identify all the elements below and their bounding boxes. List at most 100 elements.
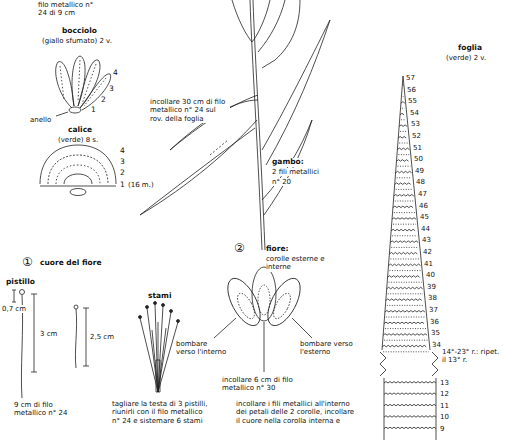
stamen-wire xyxy=(140,304,178,392)
leader-line xyxy=(210,140,228,155)
row-number: 45 xyxy=(420,213,429,221)
step-number: ② xyxy=(234,241,245,255)
stamens-figure xyxy=(139,302,180,393)
note: corolle esterne e interne xyxy=(266,255,330,272)
row-number: 13 xyxy=(440,379,449,387)
stitch-row xyxy=(384,382,436,384)
part-title: pistillo xyxy=(6,278,35,287)
row-number: 49 xyxy=(415,167,424,175)
note: incollare 30 cm di filo metallico n° 24 … xyxy=(150,98,230,123)
row-number: 55 xyxy=(408,97,417,105)
stitch-row xyxy=(397,160,409,162)
stitch-row xyxy=(396,171,412,173)
note: n° 20 xyxy=(272,178,291,186)
stitch-row xyxy=(383,334,427,336)
row-number: 4 xyxy=(113,69,118,78)
note: tagliare la testa di 3 pistilli, riunirl… xyxy=(112,400,212,425)
dimension: 3 cm xyxy=(40,330,57,338)
flower-figure xyxy=(214,267,312,372)
stitch-row xyxy=(48,155,108,184)
row-number: 1 xyxy=(91,106,96,115)
flower-petal xyxy=(232,0,270,42)
stitch-row xyxy=(383,351,429,352)
part-title: gambo: xyxy=(272,158,304,167)
stitch-row xyxy=(401,102,405,104)
stitch-row xyxy=(384,416,436,418)
row-number: 38 xyxy=(428,294,437,302)
row-number: 11 xyxy=(440,402,449,410)
stitch-row xyxy=(40,145,116,184)
stitch-row xyxy=(398,137,406,139)
note: incollare 6 cm di filo metallico n° 30 xyxy=(222,376,302,393)
stitch-row xyxy=(402,85,403,86)
row-number: 36 xyxy=(430,318,439,326)
stitch-row xyxy=(398,154,409,155)
stitch-row xyxy=(56,165,100,184)
row-number: 41 xyxy=(424,260,433,268)
row-number: 43 xyxy=(422,236,431,244)
row-number: 50 xyxy=(414,155,423,163)
stitch-row xyxy=(391,247,418,248)
stitch-row xyxy=(395,183,411,185)
leader-line xyxy=(56,112,68,116)
row-number: 3 xyxy=(109,85,114,94)
row-number: 3 xyxy=(120,158,125,167)
stamen-head xyxy=(74,305,78,309)
note: (verde) 8 s. xyxy=(58,136,98,144)
row-number: 52 xyxy=(412,132,421,140)
part-name: anello xyxy=(30,116,51,124)
stitch-row xyxy=(390,270,421,271)
calyx-chart xyxy=(40,145,116,196)
stitch-row xyxy=(394,195,414,197)
row-number: 12 xyxy=(440,390,449,398)
row-number: 2 xyxy=(101,96,106,105)
row-number: 54 xyxy=(410,109,419,117)
note: filo metallico n° 24 di 9 cm xyxy=(38,1,100,18)
stitch-row xyxy=(397,177,412,178)
stitch-row xyxy=(389,253,417,255)
row-number: 57 xyxy=(406,74,415,82)
row-number: 53 xyxy=(411,120,420,128)
stitch-row xyxy=(385,328,426,329)
stem xyxy=(250,0,262,250)
stitch-row xyxy=(388,276,420,278)
note: 14°-23° r.: ripet. il 13° r. xyxy=(442,348,502,365)
petal-inner xyxy=(234,291,258,321)
stitch-row xyxy=(389,264,421,266)
part-title: foglia xyxy=(458,44,482,53)
stitch-row xyxy=(389,282,422,283)
stitch-row xyxy=(60,60,106,106)
section-title: cuore del fiore xyxy=(40,259,101,268)
stitch-row xyxy=(396,189,413,190)
break-mark xyxy=(380,352,438,376)
row-number: 34 xyxy=(432,341,441,349)
row-number: 51 xyxy=(413,144,422,152)
row-number: 46 xyxy=(419,202,428,210)
note: bombare verso l'interno xyxy=(176,340,228,357)
stitch-row xyxy=(64,174,92,184)
stitch-row xyxy=(394,212,415,213)
stem xyxy=(253,0,265,250)
leaf-chart xyxy=(380,76,438,440)
dimension-line xyxy=(12,290,16,302)
row-number: 42 xyxy=(423,248,432,256)
petal-inner xyxy=(270,291,294,321)
stitch-row xyxy=(384,404,436,406)
stitch-row xyxy=(390,259,419,260)
leaf-outline xyxy=(382,76,430,350)
dimension: 0,7 cm xyxy=(2,305,26,313)
stitch-row xyxy=(395,201,414,202)
part-title: stami xyxy=(148,292,172,301)
dimension-line xyxy=(31,294,37,372)
row-number: 48 xyxy=(416,178,425,186)
stitch-row xyxy=(391,229,415,231)
leaf-outline xyxy=(384,378,436,440)
leaf xyxy=(262,20,330,165)
stitch-row xyxy=(386,317,425,318)
stitch-row xyxy=(384,340,427,341)
note: (16 m.) xyxy=(128,181,154,189)
stitch-row xyxy=(384,393,436,395)
stitch-row xyxy=(387,287,423,289)
petal xyxy=(261,273,307,330)
stitch-row xyxy=(384,322,424,324)
